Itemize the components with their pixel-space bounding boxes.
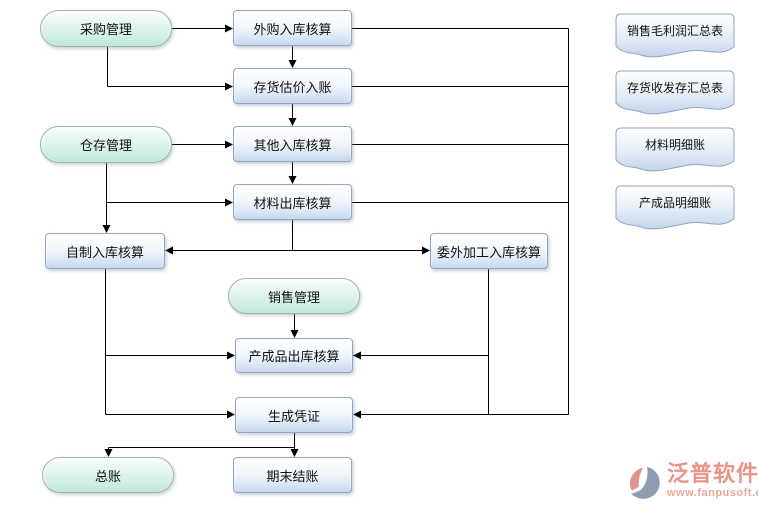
node-material-outbound-accounting: 材料出库核算 <box>233 184 352 220</box>
node-general-ledger: 总账 <box>42 457 174 493</box>
node-label: 委外加工入库核算 <box>436 244 541 260</box>
node-label: 外购入库核算 <box>253 21 332 37</box>
document-shape <box>615 127 735 172</box>
report-material-detail-ledger: 材料明细账 <box>615 127 735 175</box>
node-generate-voucher: 生成凭证 <box>235 397 353 433</box>
document-shape <box>615 185 735 230</box>
document-shape <box>615 70 735 115</box>
node-inventory-valuation-entry: 存货估价入账 <box>233 68 352 104</box>
node-label: 期末结账 <box>266 468 319 484</box>
document-shape <box>615 13 735 58</box>
node-label: 自制入库核算 <box>65 244 144 260</box>
node-label: 其他入库核算 <box>253 137 332 153</box>
fanpu-logo-icon <box>627 464 665 509</box>
brand-name: 泛普软件 <box>667 461 758 486</box>
node-label: 存货估价入账 <box>253 79 332 95</box>
node-label: 生成凭证 <box>267 408 320 424</box>
node-other-inbound-accounting: 其他入库核算 <box>233 126 352 162</box>
node-warehouse-management: 仓存管理 <box>40 126 172 163</box>
node-finished-goods-outbound-accounting: 产成品出库核算 <box>235 338 353 373</box>
node-label: 产成品出库核算 <box>248 349 340 364</box>
report-label: 存货收发存汇总表 <box>626 81 723 95</box>
node-label: 总账 <box>94 468 121 484</box>
node-period-end-closing: 期末结账 <box>233 457 352 493</box>
report-inventory-in-out-balance-summary: 存货收发存汇总表 <box>615 70 735 118</box>
node-purchase-management: 采购管理 <box>40 10 172 47</box>
node-label: 销售管理 <box>267 289 320 305</box>
brand-url: www.fanpusoft.com <box>667 487 758 499</box>
node-label: 材料出库核算 <box>253 195 332 211</box>
brand-watermark: 泛普软件 www.fanpusoft.com <box>627 461 758 509</box>
report-sales-gross-profit-summary: 销售毛利润汇总表 <box>615 13 735 61</box>
node-label: 采购管理 <box>79 22 132 37</box>
report-label: 销售毛利润汇总表 <box>626 24 723 38</box>
node-sales-management: 销售管理 <box>228 278 360 314</box>
report-label: 产成品明细账 <box>638 196 711 210</box>
node-outsourced-inbound-accounting: 委外加工入库核算 <box>430 233 548 269</box>
report-finished-goods-detail-ledger: 产成品明细账 <box>615 185 735 233</box>
report-label: 材料明细账 <box>644 138 705 152</box>
node-selfmade-inbound-accounting: 自制入库核算 <box>45 233 165 269</box>
node-label: 仓存管理 <box>79 138 132 153</box>
node-purchased-inbound-accounting: 外购入库核算 <box>233 10 352 46</box>
